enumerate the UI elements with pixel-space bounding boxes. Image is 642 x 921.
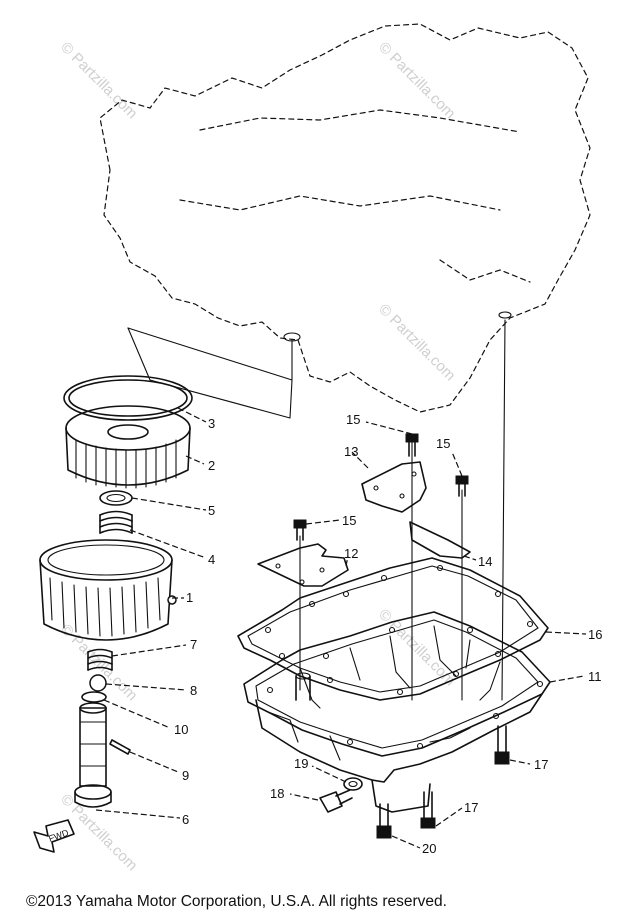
callout-5: 5 bbox=[208, 503, 215, 518]
callout-11: 11 bbox=[588, 669, 602, 684]
watermark: © Partzilla.com bbox=[375, 606, 458, 689]
bolt-part-17-a bbox=[494, 725, 510, 765]
callout-leaders bbox=[95, 407, 587, 849]
bolt-part-15-b bbox=[455, 475, 469, 497]
washer-part-5 bbox=[99, 490, 133, 506]
callout-1: 1 bbox=[186, 590, 193, 605]
callout-7: 7 bbox=[190, 637, 197, 652]
bolt-part-15-a bbox=[405, 433, 419, 457]
spring-part-4 bbox=[99, 510, 133, 534]
callout-4: 4 bbox=[208, 552, 215, 567]
watermark: © Partzilla.com bbox=[57, 39, 140, 122]
callout-12: 12 bbox=[344, 546, 358, 561]
watermark: © Partzilla.com bbox=[375, 301, 458, 384]
callout-18: 18 bbox=[270, 786, 284, 801]
pin-part-9 bbox=[109, 739, 131, 755]
callout-17-a: 17 bbox=[534, 757, 548, 772]
callout-20: 20 bbox=[422, 841, 436, 856]
copyright-notice: ©2013 Yamaha Motor Corporation, U.S.A. A… bbox=[26, 893, 447, 910]
oil-pan-part-11 bbox=[243, 611, 551, 813]
callout-13: 13 bbox=[344, 444, 358, 459]
ball-part-8 bbox=[89, 674, 107, 692]
callout-9: 9 bbox=[182, 768, 189, 783]
bolt-part-17-b bbox=[420, 791, 436, 829]
o-ring-part-10 bbox=[81, 691, 107, 703]
front-direction-label: FWD bbox=[47, 827, 70, 844]
callout-15-b: 15 bbox=[436, 436, 450, 451]
callout-14: 14 bbox=[478, 554, 492, 569]
oil-filter-cover-part-1 bbox=[39, 539, 177, 641]
baffle-plate-part-12 bbox=[257, 543, 349, 587]
o-ring-part-3 bbox=[63, 375, 193, 421]
callout-labels: 1 2 3 4 5 6 7 8 9 10 11 12 13 14 15 15 1… bbox=[174, 412, 602, 856]
callout-17-b: 17 bbox=[464, 800, 478, 815]
bolt-part-15-c bbox=[293, 519, 307, 541]
callout-3: 3 bbox=[208, 416, 215, 431]
callout-16: 16 bbox=[588, 627, 602, 642]
spring-part-7 bbox=[87, 648, 113, 671]
reference-lines bbox=[127, 319, 506, 701]
callout-15-a: 15 bbox=[346, 412, 360, 427]
callout-15-c: 15 bbox=[342, 513, 356, 528]
baffle-part-14 bbox=[409, 521, 471, 559]
drain-plug-part-18 bbox=[319, 789, 353, 813]
callout-8: 8 bbox=[190, 683, 197, 698]
union-bolt-part-6 bbox=[74, 702, 112, 808]
callout-10: 10 bbox=[174, 722, 188, 737]
callout-6: 6 bbox=[182, 812, 189, 827]
callout-19: 19 bbox=[294, 756, 308, 771]
oil-filter-element-part-2 bbox=[65, 405, 191, 489]
watermark: © Partzilla.com bbox=[375, 39, 458, 122]
front-direction-arrow: FWD bbox=[33, 819, 75, 853]
engine-crankcase-outline bbox=[99, 23, 591, 413]
watermark: © Partzilla.com bbox=[57, 791, 140, 874]
bolt-part-20 bbox=[376, 803, 392, 839]
oil-pan-gasket-part-16 bbox=[237, 557, 549, 701]
gasket-part-19 bbox=[343, 777, 363, 791]
callout-2: 2 bbox=[208, 458, 215, 473]
strainer-part-13 bbox=[361, 461, 427, 513]
